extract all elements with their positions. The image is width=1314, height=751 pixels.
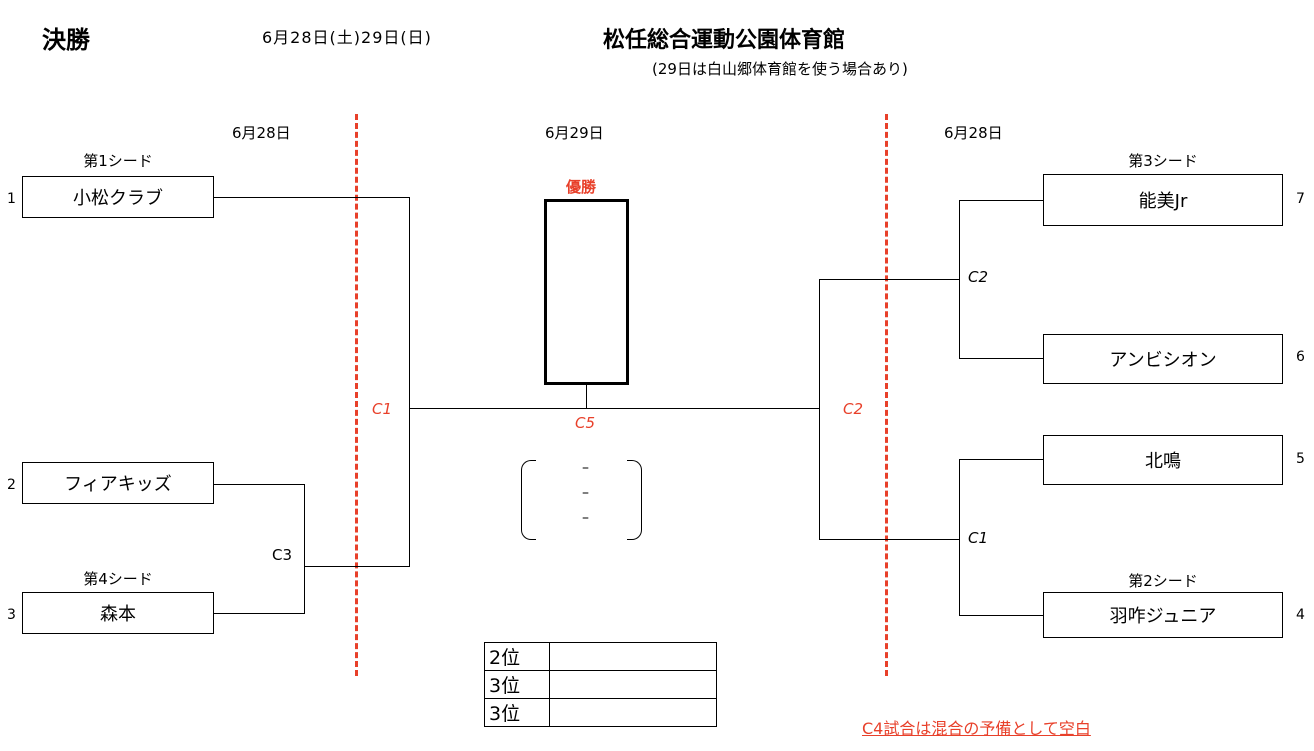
team-name: 北鳴 — [1145, 451, 1181, 472]
bracket-line — [214, 484, 304, 485]
team-number: 4 — [1296, 607, 1305, 623]
match-code-c5: C5 — [575, 414, 596, 432]
final-line — [586, 385, 587, 409]
team-number: 1 — [7, 191, 16, 207]
team-number: 2 — [7, 477, 16, 493]
score-dash: – — [582, 460, 589, 476]
team-number: 5 — [1296, 451, 1305, 467]
day-label-left: 6月28日 — [232, 124, 291, 142]
score-right-paren — [627, 460, 642, 540]
match-code-c3: C3 — [272, 546, 293, 564]
day-label-right: 6月28日 — [944, 124, 1003, 142]
final-line — [409, 408, 819, 409]
winner-box — [544, 199, 629, 385]
team-box: フィアキッズ — [22, 462, 214, 504]
score-dash: – — [582, 510, 589, 526]
rank-value — [549, 698, 717, 727]
match-code-c1-left: C1 — [372, 400, 393, 418]
team-number: 6 — [1296, 349, 1305, 365]
rank-table: 2位 3位 3位 — [484, 642, 717, 727]
team-name: 小松クラブ — [73, 188, 163, 209]
team-number: 3 — [7, 607, 16, 623]
team-box: 森本 — [22, 592, 214, 634]
bracket-line — [959, 200, 1043, 201]
match-code-c2-upper: C2 — [968, 268, 989, 286]
seed-label-1: 第1シード — [83, 152, 153, 170]
bracket-line — [959, 358, 1043, 359]
rank-label: 3位 — [484, 670, 550, 699]
team-name: 能美Jr — [1138, 191, 1188, 212]
bracket-line — [959, 459, 1043, 460]
venue-note: (29日は白山郷体育館を使う場合あり) — [652, 60, 908, 78]
score-left-paren — [521, 460, 536, 540]
bracket-line — [214, 613, 304, 614]
page-title: 決勝 — [42, 26, 90, 54]
bracket-line — [304, 566, 410, 567]
day-divider-left — [355, 114, 358, 676]
winner-label: 優勝 — [566, 178, 597, 196]
bracket-line — [819, 279, 960, 280]
bracket-line — [959, 615, 1043, 616]
rank-row: 3位 — [484, 698, 717, 727]
team-box: 羽咋ジュニア — [1043, 592, 1283, 638]
match-code-c2-right: C2 — [843, 400, 864, 418]
bracket-line — [409, 197, 410, 566]
team-name: アンビシオン — [1109, 350, 1217, 371]
seed-label-4: 第4シード — [83, 570, 153, 588]
rank-row: 2位 — [484, 642, 717, 671]
team-number: 7 — [1296, 191, 1305, 207]
score-dash: – — [582, 485, 589, 501]
bracket-line — [959, 459, 960, 616]
bracket-line — [819, 279, 820, 540]
rank-label: 2位 — [484, 642, 550, 671]
team-box: 小松クラブ — [22, 176, 214, 218]
bracket-line — [214, 197, 409, 198]
rank-label: 3位 — [484, 698, 550, 727]
team-name: 羽咋ジュニア — [1109, 606, 1217, 627]
match-code-c1-lower: C1 — [968, 529, 989, 547]
rank-value — [549, 642, 717, 671]
team-name: フィアキッズ — [64, 474, 172, 495]
seed-label-3: 第3シード — [1128, 152, 1198, 170]
day-label-center: 6月29日 — [545, 124, 604, 142]
event-dates: 6月28日(土)29日(日) — [262, 28, 432, 47]
day-divider-right — [885, 114, 888, 676]
team-box: 北鳴 — [1043, 435, 1283, 485]
team-name: 森本 — [100, 604, 136, 625]
rank-value — [549, 670, 717, 699]
bracket-line — [304, 484, 305, 614]
bracket-line — [819, 539, 960, 540]
team-box: 能美Jr — [1043, 174, 1283, 226]
team-box: アンビシオン — [1043, 334, 1283, 384]
reserve-note: C4試合は混合の予備として空白 — [862, 719, 1091, 738]
seed-label-2: 第2シード — [1128, 572, 1198, 590]
rank-row: 3位 — [484, 670, 717, 699]
venue-name: 松任総合運動公園体育館 — [603, 28, 846, 53]
